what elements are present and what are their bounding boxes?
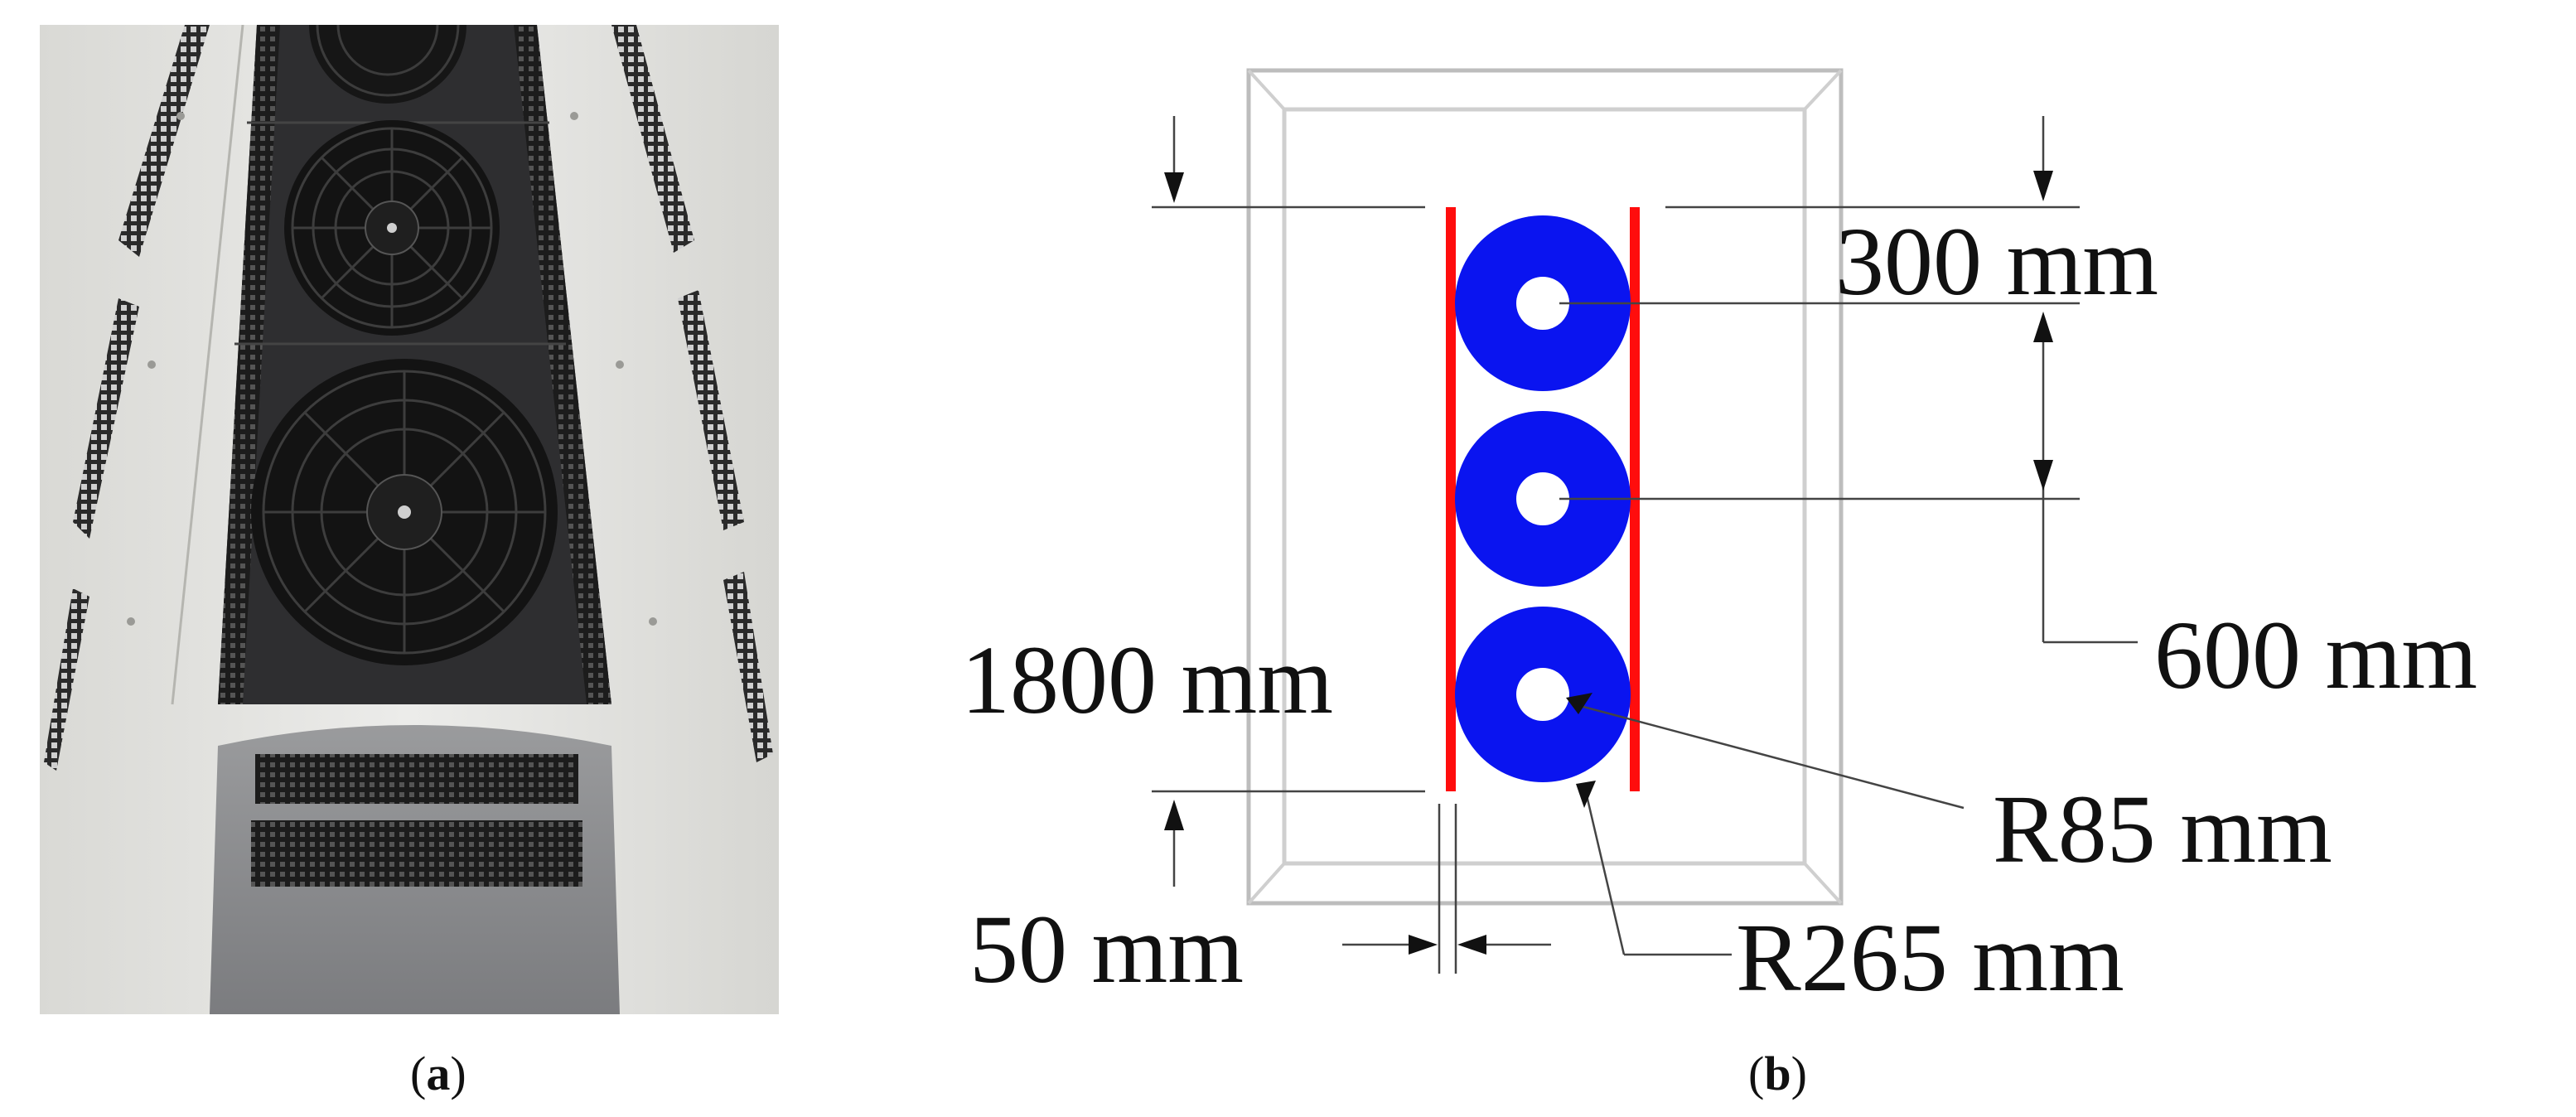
caption-a: (a)	[410, 1047, 466, 1100]
coil-top	[1455, 215, 1631, 391]
arrowheads	[1164, 171, 2053, 955]
dimension-r85mm: R85 mm	[1993, 775, 2332, 883]
dimension-1800mm: 1800 mm	[961, 626, 1333, 734]
dimension-50mm: 50 mm	[969, 895, 1244, 1003]
outer-frame	[1246, 68, 1844, 906]
dimension-r265mm: R265 mm	[1736, 903, 2124, 1012]
fan-bottom	[251, 359, 558, 665]
fan-unit-photo	[40, 25, 779, 1014]
left-plate	[1446, 207, 1456, 791]
fan-top	[309, 25, 466, 104]
coil-middle	[1455, 411, 1631, 587]
dimension-300mm: 300 mm	[1835, 207, 2158, 316]
screws	[127, 112, 657, 626]
left-vent-strips	[44, 25, 210, 771]
coil-bottom	[1455, 607, 1631, 782]
caption-b: (b)	[1748, 1047, 1807, 1100]
right-vent-strips	[611, 25, 773, 762]
fan-middle	[284, 120, 500, 336]
dimension-lines	[1152, 116, 2138, 974]
dimension-600mm: 600 mm	[2154, 601, 2477, 709]
